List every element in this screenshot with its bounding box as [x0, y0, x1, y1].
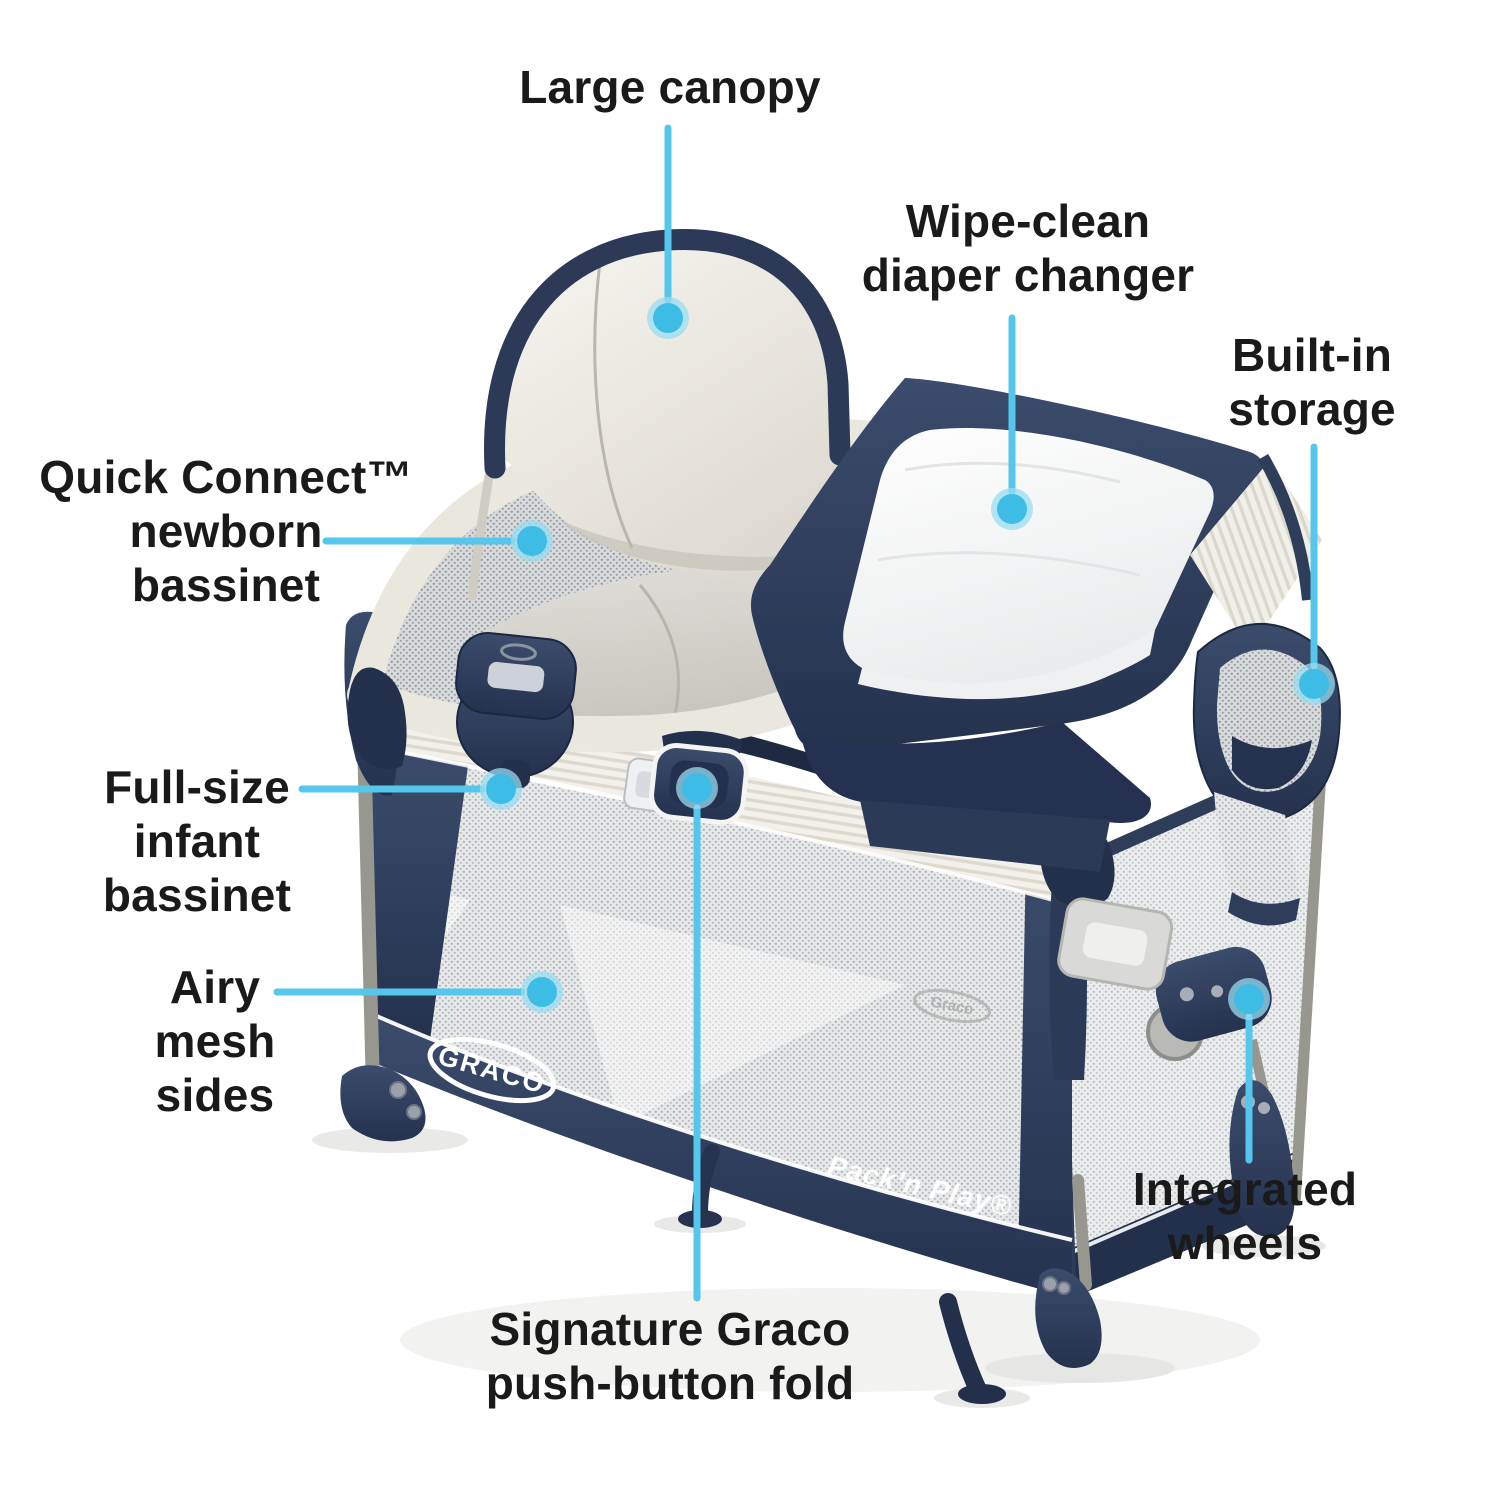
callout-line-full-size-bassinet — [298, 768, 522, 810]
callout-line-airy-mesh-sides — [273, 971, 563, 1013]
label-signature-graco-push-button-fold: Signature Graco push-button fold — [485, 1303, 855, 1409]
callout-dot-large-canopy — [653, 303, 683, 333]
callout-line-quick-connect — [322, 520, 553, 562]
label-full-size-infant-bassinet: Full-size infant bassinet — [102, 761, 292, 921]
callout-line-large-canopy — [647, 124, 689, 339]
label-quick-connect-newborn-bassinet: Quick Connect™ newborn bassinet — [39, 451, 413, 611]
quick-connect-pod — [455, 632, 577, 788]
callout-dot-built-in-storage — [1299, 669, 1329, 699]
callout-line-integrated-wheels — [1228, 978, 1270, 1164]
label-wipe-clean-diaper-changer: Wipe-clean diaper changer — [861, 195, 1195, 301]
callout-line-push-button-fold — [676, 767, 718, 1302]
callout-line-wipe-clean-diaper-changer — [991, 314, 1033, 530]
diaper-changer: Graco — [750, 378, 1265, 1024]
label-airy-mesh-sides: Airy mesh sides — [154, 961, 276, 1121]
callout-dot-full-size-bassinet — [486, 774, 516, 804]
callout-line-built-in-storage — [1293, 443, 1335, 705]
label-large-canopy: Large canopy — [519, 61, 821, 113]
label-integrated-wheels: Integrated wheels — [1132, 1163, 1358, 1269]
callout-dot-push-button-fold — [682, 773, 712, 803]
callout-overlay — [273, 124, 1335, 1302]
callout-dot-integrated-wheels — [1234, 984, 1264, 1014]
callout-dot-wipe-clean-diaper-changer — [997, 494, 1027, 524]
changer-pad — [843, 427, 1214, 696]
label-built-in-storage: Built-in storage — [1228, 329, 1396, 435]
callout-dot-quick-connect — [517, 526, 547, 556]
callout-dot-airy-mesh-sides — [527, 977, 557, 1007]
